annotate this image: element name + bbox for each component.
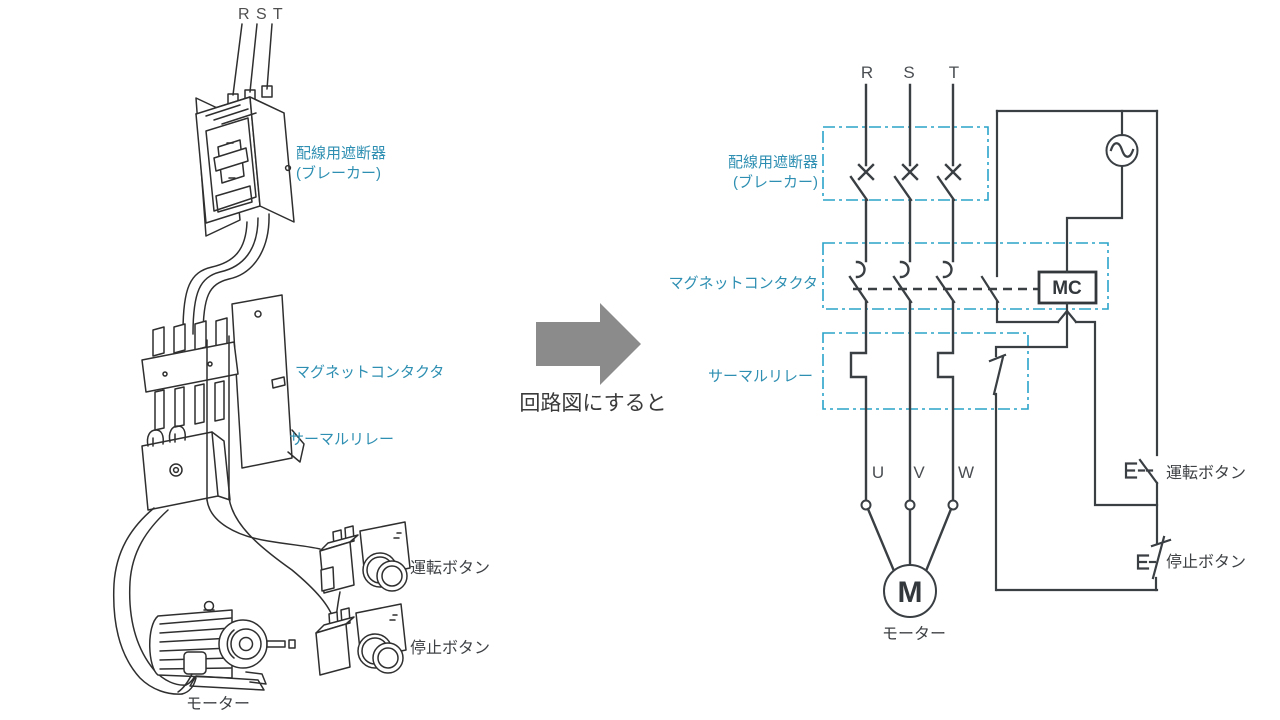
breaker-to-contactor-wires xyxy=(182,213,270,338)
phase-line-t xyxy=(924,83,962,573)
motor-label: モーター xyxy=(186,695,250,713)
breaker-dashed-box xyxy=(822,126,989,201)
phase-label-r: R xyxy=(861,63,873,82)
thermal-label: サーマルリレー xyxy=(289,431,394,448)
wiring-illustration: R S T 配線用遮断器 (ブレーカー) マグネットコンタクタ サーマルリレー … xyxy=(112,6,490,713)
motor-symbol xyxy=(883,564,937,618)
stop-button-illustration xyxy=(315,603,407,676)
pushbutton-actuator-icon xyxy=(1124,462,1138,479)
run-button-symbol xyxy=(1124,458,1159,545)
stop-button-symbol xyxy=(1136,535,1172,592)
breaker-label-line1: 配線用遮断器 xyxy=(296,145,386,162)
motor-symbol-letter: M xyxy=(898,576,923,609)
thermal-nc-contact xyxy=(988,301,1069,592)
rst-label: R S T xyxy=(238,6,284,23)
aux-contact-branch xyxy=(980,109,1159,507)
schematic-motor-label: モーター xyxy=(882,625,946,643)
schematic-breaker-label-line2: (ブレーカー) xyxy=(733,173,818,191)
incoming-wires xyxy=(227,23,273,106)
schematic-contactor-label: マグネットコンタクタ xyxy=(669,275,818,292)
motor-illustration xyxy=(149,600,296,693)
contactor-dashed-box xyxy=(822,242,1109,310)
thermal-relay-illustration xyxy=(141,425,231,511)
run-button-label: 運転ボタン xyxy=(410,559,490,577)
output-label-v: V xyxy=(913,463,925,482)
output-label-u: U xyxy=(872,463,884,482)
schematic-thermal-label: サーマルリレー xyxy=(708,368,813,385)
output-label-w: W xyxy=(958,463,974,482)
circuit-schematic: MC M xyxy=(669,63,1246,643)
breaker-illustration xyxy=(195,96,295,237)
mc-coil-group: MC xyxy=(1037,109,1139,305)
control-rails xyxy=(995,109,1159,592)
transition-caption: 回路図にすると xyxy=(519,392,666,415)
mc-coil-label: MC xyxy=(1052,278,1082,299)
phase-label-t: T xyxy=(949,63,959,82)
phase-line-s xyxy=(892,83,919,567)
phase-line-r xyxy=(848,83,896,573)
schematic-breaker-label-line1: 配線用遮断器 xyxy=(728,154,818,171)
pushbutton-actuator-icon xyxy=(1136,554,1150,570)
button-wires xyxy=(206,497,341,622)
schematic-stop-button-label: 停止ボタン xyxy=(1166,553,1246,571)
stop-button-label: 停止ボタン xyxy=(410,639,490,657)
breaker-label-line2: (ブレーカー) xyxy=(296,164,381,182)
right-arrow-icon xyxy=(536,303,641,385)
contactor-illustration xyxy=(141,294,305,469)
contactor-label: マグネットコンタクタ xyxy=(295,364,444,381)
transition-arrow-group: 回路図にすると xyxy=(519,303,667,415)
schematic-run-button-label: 運転ボタン xyxy=(1166,464,1246,482)
phase-label-s: S xyxy=(903,63,914,82)
thermal-dashed-box xyxy=(822,332,1029,410)
run-button-illustration xyxy=(319,521,411,594)
motor-symbol-group: M xyxy=(883,564,937,618)
through-wires xyxy=(206,335,230,501)
